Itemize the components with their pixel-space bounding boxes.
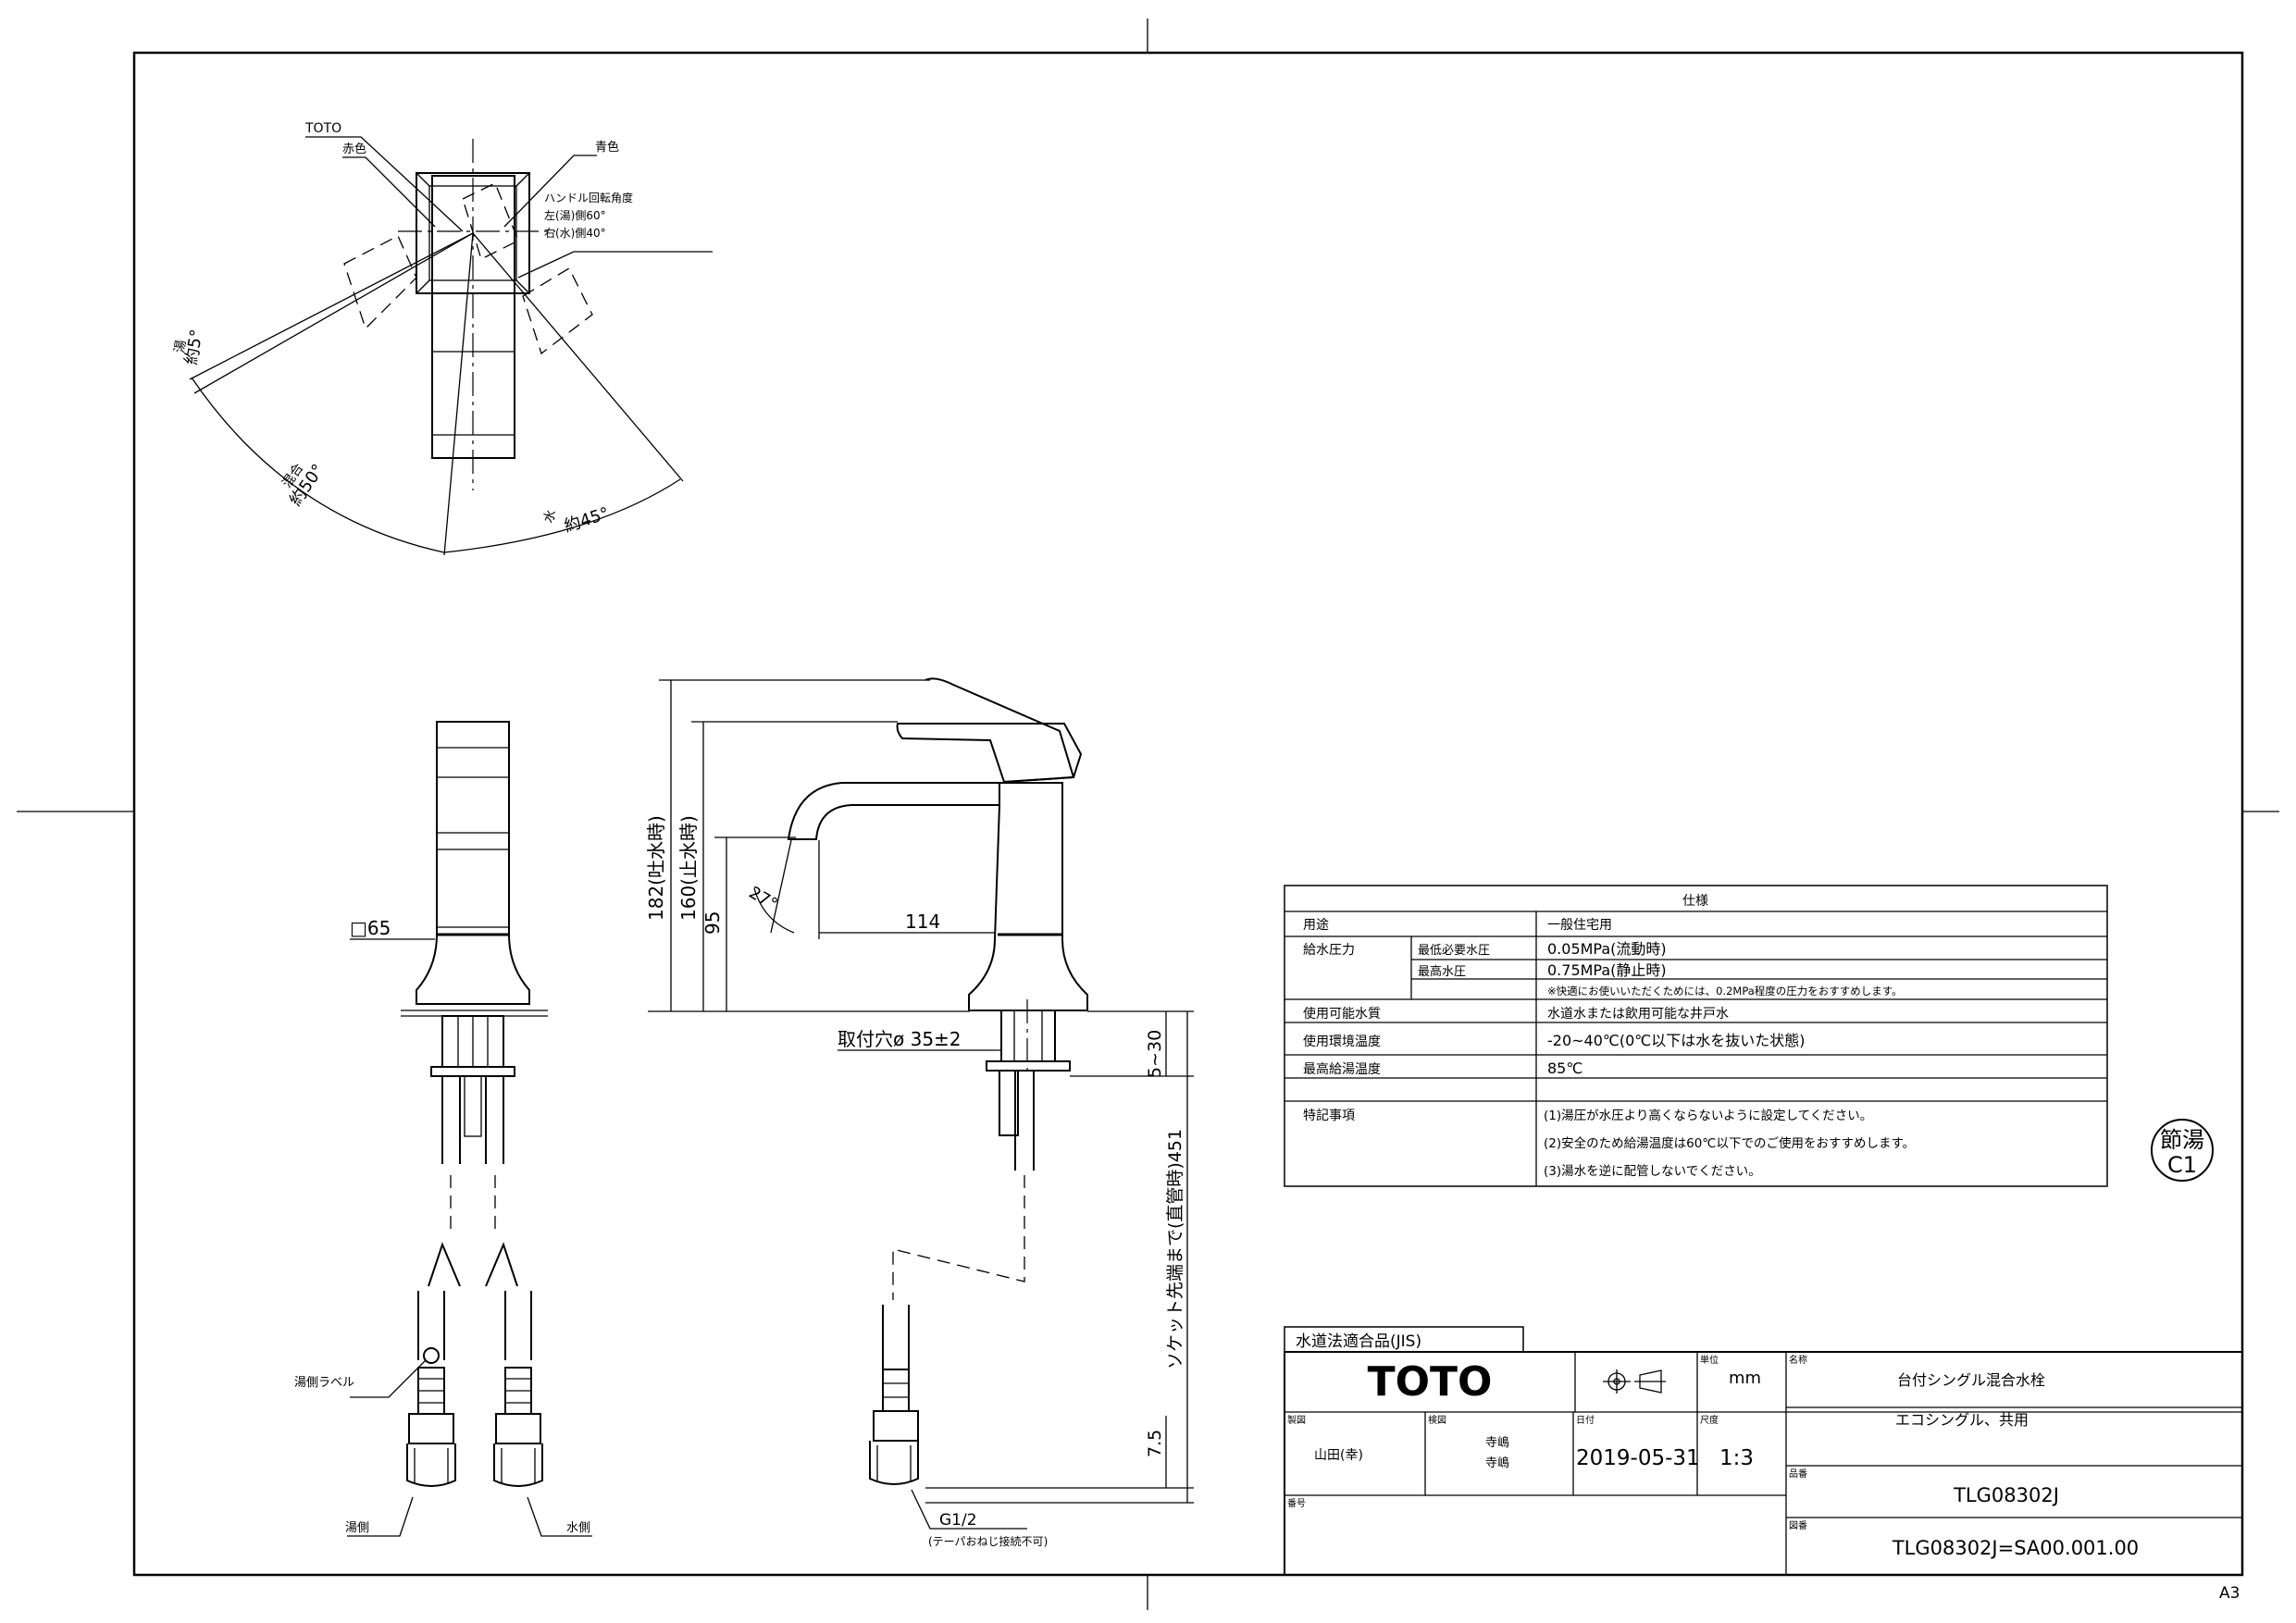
front-view-base [416, 934, 530, 1005]
front-view: □65 湯側ラベル 湯側 水側 [294, 721, 592, 1537]
label-blue: 青色 [595, 140, 619, 155]
label-mount-hole: 取付穴ø 35±2 [838, 1028, 962, 1050]
label-hot-label: 湯側ラベル [294, 1376, 354, 1390]
spec-value-7: (1)湯圧が水圧より高くならないように設定してください。 [1544, 1108, 1872, 1123]
label-red: 赤色 [342, 142, 366, 156]
spec-label-1: 給水圧力 [1303, 943, 1355, 958]
label-dim-7-5: 7.5 [1145, 1430, 1165, 1457]
scale-label: 尺度 [1700, 1414, 1719, 1426]
spec-value-5: -20~40℃(0℃以下は水を抜いた状態) [1547, 1032, 1806, 1049]
spec-table: 仕様 用途 一般住宅用 給水圧力 最低必要水圧 0.05MPa(流動時) 最高水… [1284, 885, 2108, 1187]
leader-rotation [517, 251, 713, 279]
ray-hot-limit [189, 232, 474, 380]
spec-label-7: 特記事項 [1303, 1108, 1355, 1123]
designer-label: 製図 [1287, 1414, 1306, 1426]
checker-name-1: 寺嶋 [1485, 1436, 1509, 1450]
top-view-cap-outer [416, 172, 530, 294]
cert-label: 水道法適合品(JIS) [1296, 1332, 1421, 1351]
spec-value-4: 水道水または飲用可能な井戸水 [1547, 1007, 1729, 1022]
label-rotation-right: 右(水)側40° [544, 226, 606, 240]
side-view-handle-off [925, 677, 1075, 783]
label-hot-side: 湯側 [345, 1521, 369, 1535]
product-name: 台付シングル混合水栓 [1897, 1371, 2045, 1389]
spec-value-0: 一般住宅用 [1547, 918, 1612, 933]
label-thread-note: (テーパおねじ接続不可) [928, 1534, 1048, 1548]
label-square-dim: □65 [350, 917, 391, 939]
hot-label-marker [423, 1347, 440, 1364]
front-view-handle [436, 721, 510, 935]
ray-water-limit [472, 232, 684, 482]
side-view-handle-on [896, 723, 1083, 784]
label-angle-water: 約45° [562, 503, 612, 536]
label-dim-160: 160(止水時) [677, 815, 700, 921]
label-dim-95: 95 [701, 911, 724, 935]
drawing-frame [132, 51, 2244, 1577]
title-block: 水道法適合品(JIS) TOTO 単位 mm 名称 台付シングル混合水栓 エコシ… [1284, 1326, 2243, 1576]
spec-sub-2: 最高水圧 [1418, 964, 1466, 979]
stamp-line2: C1 [2167, 1152, 2197, 1178]
model-value: TLG08302J [1953, 1484, 2059, 1506]
label-thread: G1/2 [939, 1511, 977, 1530]
label-water-side: 水側 [566, 1521, 590, 1535]
leader-red [342, 156, 436, 228]
side-view: 182(吐水時) 160(止水時) 95 114 27° 取付穴ø 35±2 5… [645, 677, 1194, 1548]
scale-value: 1:3 [1719, 1446, 1754, 1470]
spec-value-8: (2)安全のため給湯温度は60℃以下でのご使用をおすすめします。 [1544, 1135, 1915, 1151]
drawing-no-label: 図番 [1789, 1520, 1807, 1531]
unit-label: 単位 [1700, 1354, 1719, 1366]
spec-value-6: 85℃ [1547, 1059, 1582, 1077]
spec-value-2: 0.75MPa(静止時) [1547, 961, 1667, 979]
label-dim-182: 182(吐水時) [645, 815, 667, 921]
ray-mix-limit [443, 232, 474, 556]
label-angle-water-sub: 水 [541, 508, 560, 526]
label-dim-451: ソケット先端まで(直管時)451 [1165, 1129, 1185, 1369]
label-toto: TOTO [304, 121, 341, 136]
spec-label-4: 使用可能水質 [1303, 1006, 1381, 1022]
side-view-hose [892, 1175, 1025, 1300]
drawing-no-value: TLG08302J=SA00.001.00 [1892, 1537, 2139, 1559]
label-dim-114: 114 [905, 911, 940, 933]
leader-toto [305, 136, 464, 232]
label-rotation-left: 左(湯)側60° [544, 208, 606, 222]
spec-label-6: 最高給湯温度 [1303, 1061, 1381, 1077]
number-label: 番号 [1287, 1498, 1306, 1509]
leader-blue [503, 155, 597, 228]
sheet-size: A3 [2219, 1584, 2240, 1603]
side-view-spout [787, 782, 1000, 840]
product-subname: エコシングル、共用 [1895, 1411, 2029, 1429]
model-label: 品番 [1789, 1468, 1807, 1480]
side-view-body [968, 782, 1088, 1011]
checker-name-2: 寺嶋 [1485, 1456, 1509, 1470]
spec-value-1: 0.05MPa(流動時) [1547, 940, 1667, 958]
stamp-line1: 節湯 [2160, 1127, 2204, 1153]
label-angle-small-sub: 湯 [171, 339, 189, 354]
handle-right-position [522, 267, 593, 355]
projection-symbol-icon [1603, 1369, 1666, 1394]
date-label: 日付 [1576, 1414, 1595, 1426]
unit-value: mm [1729, 1369, 1761, 1388]
label-dim-5-30: 5~30 [1145, 1030, 1165, 1078]
sweep-arc [191, 377, 681, 553]
designer-name: 山田(幸) [1314, 1448, 1363, 1463]
name-label: 名称 [1789, 1354, 1807, 1366]
spec-sub-1: 最低必要水圧 [1418, 944, 1490, 958]
spec-label-5: 使用環境温度 [1303, 1034, 1381, 1049]
spec-value-3: ※快適にお使いいただくためには、0.2MPa程度の圧力をおすすめします。 [1547, 985, 1903, 997]
checker-label: 検図 [1428, 1414, 1446, 1426]
spec-title: 仕様 [1682, 894, 1708, 909]
top-view: TOTO 赤色 青色 ハンドル回転角度 左(湯)側60° 右(水)側40° 約5… [171, 121, 713, 556]
spec-label-0: 用途 [1303, 917, 1329, 933]
label-rotation-title: ハンドル回転角度 [544, 191, 633, 204]
brand-logo: TOTO [1368, 1358, 1493, 1406]
spec-value-9: (3)湯水を逆に配管しないでください。 [1544, 1163, 1761, 1179]
date-value: 2019-05-31 [1576, 1446, 1700, 1470]
handle-left-position [343, 235, 417, 330]
eco-stamp: 節湯 C1 [2151, 1119, 2214, 1182]
spec-table-frame [1284, 885, 2108, 1187]
